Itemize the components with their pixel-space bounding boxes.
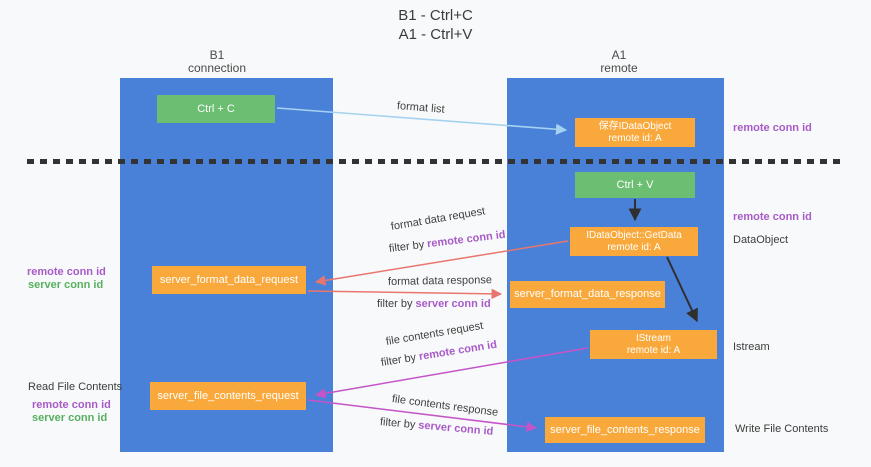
node-format-request-label: server_format_data_request [159, 273, 299, 286]
node-save-idataobject-label: 保存IDataObject [598, 120, 672, 132]
edge-label-format-list: format list [396, 100, 446, 116]
node-ctrl-v-label: Ctrl + V [616, 178, 654, 191]
lane-a1-name: A1 [611, 48, 627, 62]
annotation-server-conn-id-mid-left: server conn id [28, 279, 104, 291]
annotation-istream: Istream [733, 341, 770, 353]
node-istream-label: IStream [635, 332, 671, 344]
title-line-2: A1 - Ctrl+V [398, 26, 473, 43]
lane-header-a1: A1 remote [559, 49, 679, 75]
node-idataobject-getdata: IDataObject::GetData remote id: A [570, 227, 698, 256]
lane-a1-role: remote [600, 61, 638, 75]
edge-label-format-data-request: format data request [390, 205, 487, 233]
annotation-read-file-contents: Read File Contents [28, 381, 123, 393]
node-save-idataobject: 保存IDataObject remote id: A [575, 118, 695, 147]
node-getdata-remote-id: remote id: A [607, 241, 661, 253]
phase-divider-dashed-line [27, 159, 844, 164]
edge-label-format-data-response: format data response [387, 274, 493, 288]
annotation-remote-conn-id-mid-left: remote conn id [27, 266, 106, 278]
title-line-1: B1 - Ctrl+C [398, 7, 473, 24]
diagram-title: B1 - Ctrl+C A1 - Ctrl+V [0, 6, 871, 44]
lane-b1-role: connection [187, 61, 247, 75]
annotation-write-file-contents: Write File Contents [735, 423, 829, 435]
node-server-format-data-request: server_format_data_request [152, 266, 306, 294]
node-getdata-label: IDataObject::GetData [586, 229, 682, 241]
annotation-remote-conn-id-bottom-left: remote conn id [32, 399, 111, 411]
node-format-response-label: server_format_data_response [514, 288, 661, 300]
node-server-file-contents-request: server_file_contents_request [150, 382, 306, 410]
node-save-idataobject-remote-id: remote id: A [608, 132, 662, 144]
node-file-request-label: server_file_contents_request [157, 389, 299, 402]
annotation-dataobject: DataObject [733, 234, 789, 246]
format-data-response-arrow [307, 288, 503, 300]
node-server-file-contents-response: server_file_contents_response [545, 417, 705, 443]
annotation-remote-conn-id-top-right: remote conn id [733, 122, 812, 134]
node-istream-remote-id: remote id: A [626, 344, 681, 356]
annotation-server-conn-id-bottom-left: server conn id [32, 412, 108, 424]
node-ctrl-c: Ctrl + C [157, 95, 275, 123]
node-server-format-data-response: server_format_data_response [510, 281, 665, 308]
node-ctrl-c-label: Ctrl + C [197, 102, 235, 115]
annotation-remote-conn-id-mid-right: remote conn id [733, 211, 812, 223]
edge-label-file-contents-response: file contents response [391, 393, 499, 419]
node-ctrl-v: Ctrl + V [575, 172, 695, 198]
node-file-response-label: server_file_contents_response [550, 423, 700, 436]
node-istream: IStream remote id: A [590, 330, 717, 359]
lane-b1-name: B1 [209, 48, 225, 62]
lane-header-b1: B1 connection [157, 49, 277, 75]
